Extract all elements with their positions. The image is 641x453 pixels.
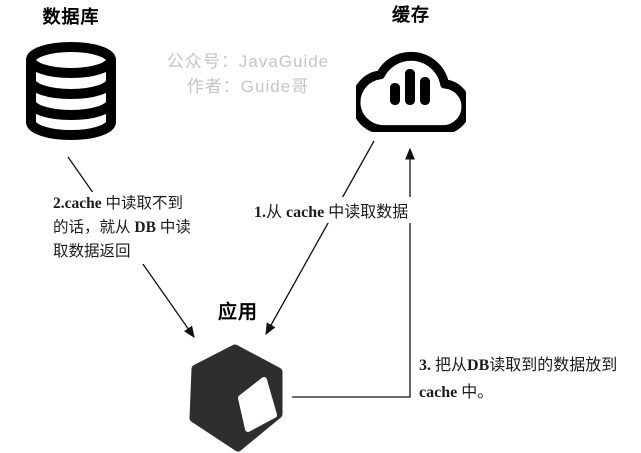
cloud-bars <box>390 69 430 105</box>
step1-run-1: 从 <box>266 204 287 221</box>
step1-run-0: 1. <box>254 204 266 221</box>
cache-node-label: 缓存 <box>392 5 430 25</box>
watermark-line2: 作者：Guide哥 <box>186 76 310 96</box>
app-cube-icon <box>189 344 283 452</box>
cloud-outline <box>356 51 466 132</box>
step3-run-3: 读取到的数据放到 <box>489 357 618 374</box>
watermark: 公众号：JavaGuide 作者：Guide哥 <box>150 50 346 99</box>
cube-face <box>238 377 277 432</box>
annotation-step3: 3. 把从DB读取到的数据放到 cache 中。 <box>419 352 633 406</box>
step3-run-5: 中。 <box>457 384 494 402</box>
annotation-step1: 1.从 cache 中读取数据 <box>251 197 412 223</box>
step3-run-1: 把从 <box>431 357 468 374</box>
step2-run-3: 中读取数据返回 <box>53 219 191 261</box>
step3-run-2: DB <box>467 357 490 374</box>
step3-run-0: 3. <box>419 357 431 374</box>
step1-run-3: 中读取数据 <box>324 204 409 221</box>
database-node-label: 数据库 <box>42 7 100 27</box>
database-icon <box>26 42 116 140</box>
step2-run-0: 2.cache <box>53 195 102 212</box>
arrow-app-to-cache <box>292 147 415 398</box>
watermark-line1: 公众号：JavaGuide <box>166 52 330 71</box>
step2-run-2: DB <box>134 219 156 237</box>
step1-run-2: cache <box>286 204 325 221</box>
cloud-cache-icon <box>356 51 466 132</box>
annotation-step2: 2.cache 中读取不到的话，就从 DB 中读取数据返回 <box>53 192 191 265</box>
step3-run-4: cache <box>419 384 458 402</box>
app-node-label: 应用 <box>217 302 258 323</box>
step2-run-1: 中读取不到的话，就从 <box>53 195 184 237</box>
